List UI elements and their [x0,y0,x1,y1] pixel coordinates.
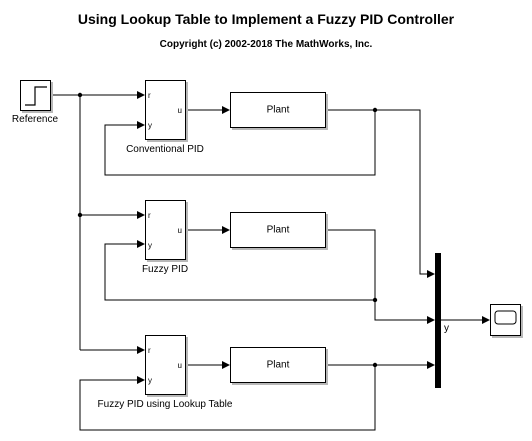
fuzzy-pid-block[interactable]: r y u [145,200,186,260]
feedback-2 [104,240,375,301]
port-r: r [148,211,151,220]
fuzzy-pid-lookup-block[interactable]: r y u [145,335,186,395]
conventional-pid-label: Conventional PID [126,144,204,155]
plant-block-1[interactable]: Plant [230,92,326,128]
y1-line [326,109,435,278]
plant-label: Plant [266,224,290,236]
port-r: r [148,91,151,100]
port-u: u [177,226,182,235]
scope-block[interactable] [490,304,521,336]
feedback-1 [104,110,376,176]
plant-label: Plant [266,359,290,371]
plant-block-2[interactable]: Plant [230,212,326,248]
mux-signal-label: y [444,323,449,334]
port-y: y [148,241,152,250]
port-y: y [148,376,152,385]
branch-dot [372,297,378,303]
branch-dot [372,362,378,368]
step-icon [25,86,47,106]
branch-dot [372,107,378,113]
plant-block-3[interactable]: Plant [230,347,326,383]
port-u: u [177,361,182,370]
conventional-pid-block[interactable]: r y u [145,80,186,140]
port-u: u [177,106,182,115]
branch-dot [77,92,83,98]
diagram-title: Using Lookup Table to Implement a Fuzzy … [77,11,455,27]
reference-label: Reference [11,114,59,125]
branch-dot [77,212,83,218]
mux-block[interactable] [435,253,441,388]
plant-label: Plant [266,104,290,116]
scope-icon [494,310,517,325]
feedback-3 [79,365,376,431]
reference-line [51,94,81,350]
copyright-text: Copyright (c) 2002-2018 The MathWorks, I… [159,39,373,50]
port-r: r [148,346,151,355]
fuzzy-pid-label: Fuzzy PID [141,264,189,275]
reference-step-block[interactable] [20,80,51,111]
fuzzy-pid-lookup-label: Fuzzy PID using Lookup Table [97,399,233,410]
port-y: y [148,121,152,130]
y2-line [326,229,435,324]
